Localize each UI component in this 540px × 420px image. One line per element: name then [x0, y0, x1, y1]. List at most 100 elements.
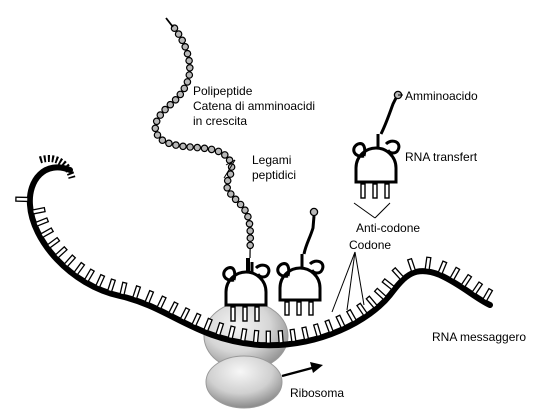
mrna-base: [391, 266, 405, 281]
chain-bead: [185, 71, 194, 79]
direction-arrow-shaft: [281, 366, 313, 378]
chain-bead: [246, 227, 255, 235]
chain-bead: [183, 78, 192, 86]
chain-bead: [152, 117, 161, 126]
mrna-base: [168, 301, 179, 316]
chain-bead: [158, 136, 167, 145]
chain-bead: [223, 176, 232, 185]
leader-anticodon-left: [353, 202, 376, 219]
mrna-base: [54, 245, 68, 259]
chain-bead: [221, 151, 229, 159]
anticodon-incoming-1: [284, 301, 290, 316]
label-anticodon: Anti-codone: [356, 221, 421, 235]
mrna-base: [252, 329, 260, 344]
mrna-base: [73, 261, 86, 276]
mrna-base: [406, 257, 417, 273]
mrna-backbone: [26, 164, 493, 349]
chain-bead: [151, 124, 160, 133]
chain-bead: [200, 144, 209, 153]
mrna-base: [301, 326, 310, 341]
chain-bead: [236, 200, 245, 209]
chain-bead: [246, 234, 255, 242]
chain-bead: [207, 145, 216, 154]
mrna-base: [46, 236, 61, 249]
mrna-base: [356, 302, 368, 317]
mrna-base: [215, 321, 225, 337]
mrna-bases: [15, 196, 494, 344]
anticodon-attached-2: [242, 306, 248, 322]
mrna-base: [239, 328, 248, 342]
chain-bead: [165, 139, 173, 148]
ribosome-small-subunit: [205, 355, 283, 409]
chain-bead: [226, 170, 235, 178]
mrna-base: [265, 330, 271, 344]
trna-incoming: [276, 207, 325, 316]
mrna-base: [345, 308, 358, 323]
anticodon-attached-1: [230, 306, 236, 322]
trna-incoming-body: [278, 266, 322, 302]
chain-bead: [227, 190, 235, 198]
mrna-base: [191, 312, 202, 327]
leader-codon-1: [331, 251, 356, 313]
mrna-base: [95, 273, 106, 289]
chain-beads: [151, 24, 255, 250]
mrna-base: [15, 196, 29, 203]
chain-bead: [183, 49, 192, 58]
trna-free-acceptor: [379, 97, 398, 135]
chain-bead: [245, 220, 254, 228]
chain-bead: [246, 241, 255, 250]
label-growing-chain-line1: Catena di amminoacidi: [193, 99, 316, 113]
mrna-base: [365, 295, 379, 309]
label-messenger-rna: RNA messaggero: [432, 330, 527, 344]
leader-peptide-bond-2: [223, 159, 236, 179]
mrna-base: [144, 289, 155, 305]
label-ribosome: Ribosoma: [290, 386, 345, 400]
chain-bead: [186, 64, 194, 72]
mrna-base: [324, 319, 334, 334]
mrna-base: [39, 227, 55, 239]
mrna-base: [424, 256, 432, 271]
chain-bead: [153, 131, 162, 139]
chain-bead: [172, 141, 180, 149]
mrna-base: [373, 287, 388, 301]
mrna-base: [203, 317, 213, 332]
trna-free: [352, 90, 403, 199]
trna-attached: [222, 258, 271, 322]
chain-start-tail: [165, 17, 174, 28]
leader-codon-2: [346, 251, 356, 311]
mrna-base: [471, 281, 484, 296]
trna-free-right-loop: [384, 139, 401, 155]
trna-attached-left-loop: [222, 266, 237, 282]
leader-lines: [223, 94, 403, 313]
mrna-base: [227, 325, 236, 340]
mrna-base: [31, 206, 46, 215]
anticodon-incoming-2: [296, 301, 302, 316]
mrna-base: [119, 281, 128, 296]
anticodon-free-3: [384, 183, 390, 199]
chain-bead: [193, 143, 202, 152]
chain-bead: [181, 42, 190, 51]
chain-bead: [174, 30, 183, 38]
mrna-base: [63, 254, 77, 268]
label-polypeptide: Polipeptide: [193, 84, 253, 98]
chain-bead: [231, 195, 240, 204]
anticodon-free-1: [360, 183, 366, 199]
chain-bead: [166, 100, 175, 109]
trna-incoming-left-loop: [276, 262, 291, 278]
chain-bead: [185, 56, 193, 65]
leader-codon-3: [354, 251, 365, 306]
trna-attached-right-loop: [254, 263, 271, 279]
trna-free-body: [354, 146, 398, 184]
mrna-base: [460, 273, 473, 288]
mrna-base: [482, 287, 494, 302]
mrna-base: [179, 306, 191, 322]
mrna-base: [289, 328, 297, 343]
chain-bead: [156, 111, 165, 119]
mrna-base: [156, 295, 167, 310]
mrna-base: [132, 285, 142, 300]
label-peptide-bonds-line2: peptidici: [252, 168, 297, 182]
chain-bead: [161, 105, 169, 114]
direction-arrow-head: [310, 362, 323, 373]
